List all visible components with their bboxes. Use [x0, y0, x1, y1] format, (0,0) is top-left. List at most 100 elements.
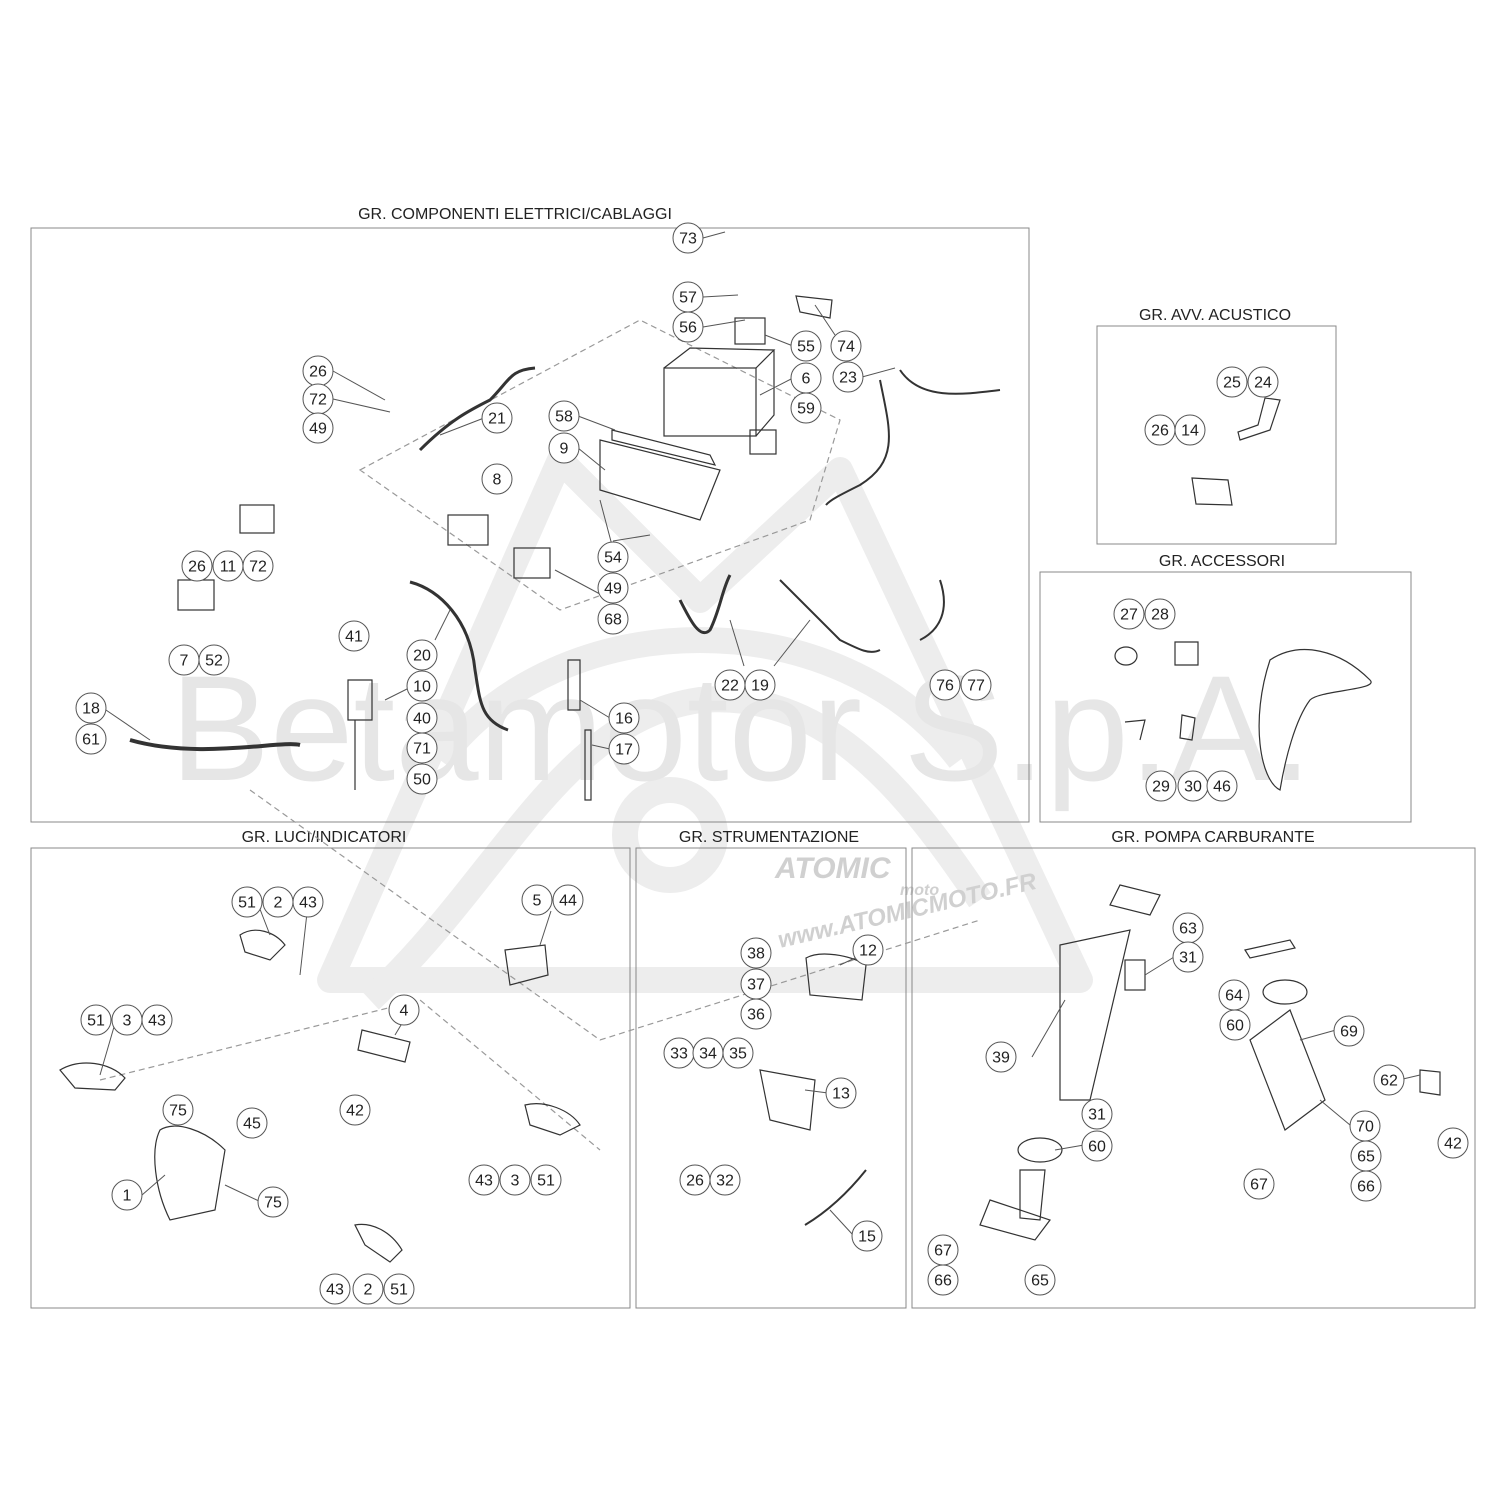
callout-number: 51	[537, 1173, 555, 1190]
section-title-componenti: GR. COMPONENTI ELETTRICI/CABLAGGI	[358, 206, 672, 223]
callout-circle	[722, 1037, 754, 1069]
callout-number: 11	[220, 559, 237, 576]
callout-number: 26	[188, 559, 206, 576]
callout-number: 21	[488, 411, 506, 428]
callout-componenti-59: 59	[790, 392, 822, 424]
bracket-13-drawing	[759, 1069, 816, 1131]
callout-circle	[597, 572, 629, 604]
callout-circle	[338, 620, 370, 652]
callout-circle	[1373, 1064, 1405, 1096]
callout-number: 60	[1226, 1018, 1244, 1035]
callout-pompa-31: 31	[1081, 1098, 1113, 1130]
callout-circle	[231, 886, 263, 918]
callout-number: 46	[1213, 779, 1231, 796]
callout-componenti-50: 50	[406, 763, 438, 795]
callout-circle	[608, 733, 640, 765]
callout-luci-1: 1	[111, 1179, 143, 1211]
callout-number: 43	[299, 895, 317, 912]
leader-lines	[99, 231, 1421, 1236]
callout-number: 49	[604, 581, 622, 598]
callout-componenti-40: 40	[406, 702, 438, 734]
callout-componenti-77: 77	[960, 669, 992, 701]
callout-number: 23	[839, 370, 857, 387]
callout-componenti-41: 41	[338, 620, 370, 652]
callout-componenti-16: 16	[608, 702, 640, 734]
callout-circle	[1113, 598, 1145, 630]
callout-componenti-18: 18	[75, 692, 107, 724]
tail-light-5-drawing	[504, 944, 549, 986]
callout-number: 13	[832, 1086, 850, 1103]
callout-number: 10	[413, 679, 431, 696]
callout-number: 5	[533, 893, 542, 910]
callout-luci-2: 2	[262, 886, 294, 918]
callout-componenti-9: 9	[548, 432, 580, 464]
callout-circle	[825, 1077, 857, 1109]
callout-number: 55	[797, 339, 815, 356]
headlight-1-drawing	[154, 1125, 226, 1221]
callout-number: 66	[1357, 1179, 1375, 1196]
callout-circle	[406, 670, 438, 702]
callout-circle	[1243, 1168, 1275, 1200]
callout-number: 66	[934, 1273, 952, 1290]
callout-number: 51	[87, 1013, 105, 1030]
cap-16-drawing	[567, 659, 581, 711]
box-acustico	[1096, 325, 1337, 545]
cable-21-drawing	[418, 366, 536, 452]
callout-circle	[530, 1164, 562, 1196]
callout-number: 70	[1356, 1119, 1374, 1136]
callout-number: 31	[1088, 1107, 1106, 1124]
callout-strumentazione-33: 33	[663, 1037, 695, 1069]
callout-acustico-25: 25	[1216, 366, 1248, 398]
indicator-3-left-drawing	[59, 1062, 126, 1091]
callout-strumentazione-36: 36	[740, 998, 772, 1030]
callout-luci-3: 3	[499, 1164, 531, 1196]
callout-circle	[744, 669, 776, 701]
callout-pompa-42: 42	[1437, 1127, 1469, 1159]
callout-number: 25	[1223, 375, 1241, 392]
callout-circle	[406, 732, 438, 764]
callout-number: 27	[1120, 607, 1138, 624]
callout-number: 36	[747, 1007, 765, 1024]
cable-46-drawing	[1258, 649, 1372, 791]
callout-componenti-58: 58	[548, 400, 580, 432]
callout-number: 57	[679, 290, 697, 307]
callout-number: 32	[716, 1173, 734, 1190]
section-title-acustico: GR. AVV. ACUSTICO	[1139, 307, 1291, 324]
callout-circle	[597, 603, 629, 635]
callout-circle	[1172, 941, 1204, 973]
callout-luci-45: 45	[236, 1107, 268, 1139]
callout-number: 37	[747, 977, 765, 994]
callout-circle	[548, 400, 580, 432]
callout-componenti-11: 11	[212, 550, 244, 582]
callout-circle	[852, 934, 884, 966]
callout-pompa-65: 65	[1024, 1264, 1056, 1296]
callout-circle	[468, 1164, 500, 1196]
cover-64-drawing	[1244, 939, 1296, 959]
clip-27-drawing	[1114, 646, 1138, 666]
callout-componenti-56: 56	[672, 311, 704, 343]
box-componenti	[30, 227, 1030, 823]
callout-componenti-23: 23	[832, 361, 864, 393]
callout-circle	[111, 1179, 143, 1211]
callout-number: 75	[264, 1195, 282, 1212]
sensor-62-drawing	[1419, 1069, 1441, 1096]
callout-componenti-26: 26	[302, 355, 334, 387]
callout-componenti-20: 20	[406, 639, 438, 671]
callout-number: 26	[686, 1173, 704, 1190]
logo-text-main: ATOMIC	[774, 852, 892, 885]
callout-circle	[406, 763, 438, 795]
callout-circle	[292, 886, 324, 918]
callout-number: 15	[858, 1229, 876, 1246]
callout-circle	[1216, 366, 1248, 398]
callout-luci-43: 43	[141, 1004, 173, 1036]
callout-circle	[383, 1273, 415, 1305]
callout-number: 17	[615, 742, 633, 759]
callout-number: 31	[1179, 950, 1197, 967]
indicator-3-right-drawing	[524, 1103, 581, 1136]
assembly-lines	[99, 319, 981, 1151]
callout-number: 76	[936, 678, 954, 695]
callout-luci-43: 43	[319, 1273, 351, 1305]
clip-28-drawing	[1174, 641, 1199, 666]
callout-number: 58	[555, 409, 573, 426]
callout-componenti-68: 68	[597, 603, 629, 635]
